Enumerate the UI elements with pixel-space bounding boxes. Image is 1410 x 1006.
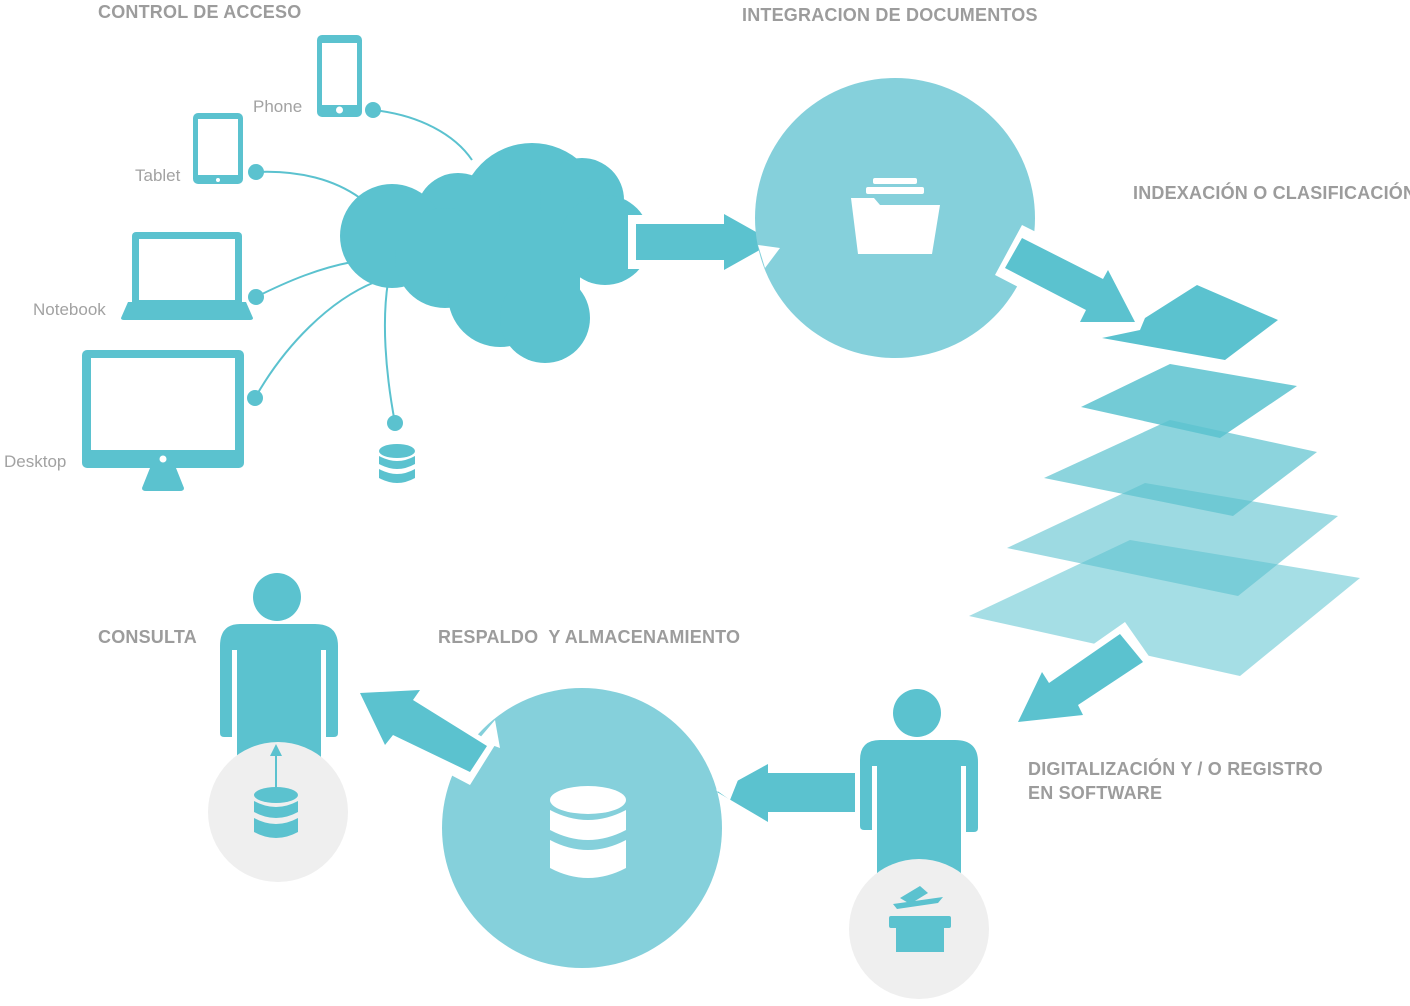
database-icon (254, 787, 298, 838)
arrow-to-indexacion (995, 225, 1150, 330)
phone-icon (317, 35, 362, 117)
connector-dots (247, 102, 403, 431)
person-icon (860, 689, 978, 880)
index-sheets (969, 285, 1360, 676)
arrow-to-consulta (345, 683, 495, 785)
digitalizacion-title-line2: EN SOFTWARE (1028, 783, 1163, 803)
tablet-icon (193, 113, 243, 184)
integracion-title: INTEGRACION DE DOCUMENTOS (742, 5, 1038, 25)
device-connectors (254, 109, 473, 424)
arrow-to-digitalizacion (1010, 622, 1153, 728)
arrow-to-integracion (628, 202, 795, 282)
notebook-icon (121, 232, 253, 320)
person-icon (220, 573, 338, 760)
cloud-icon (340, 143, 650, 363)
database-icon (379, 444, 415, 483)
device-label-phone: Phone (253, 97, 303, 116)
consulta-title: CONSULTA (98, 627, 197, 647)
scanner-icon (889, 886, 951, 952)
indexacion-title: INDEXACIÓN O CLASIFICACIÓN (1133, 183, 1410, 203)
database-icon (550, 786, 626, 878)
digitalizacion-title: DIGITALIZACIÓN Y / O REGISTRO EN SOFTWAR… (1028, 757, 1323, 805)
device-label-notebook: Notebook (33, 300, 106, 319)
digitalizacion-title-line1: DIGITALIZACIÓN Y / O REGISTRO (1028, 759, 1323, 779)
folder-icon (851, 178, 940, 254)
control-acceso-title: CONTROL DE ACCESO (98, 2, 302, 22)
arrow-to-respaldo (698, 750, 857, 836)
upload-arrow-icon (270, 744, 282, 790)
device-label-tablet: Tablet (135, 166, 181, 185)
device-label-desktop: Desktop (4, 452, 67, 471)
respaldo-title: RESPALDO Y ALMACENAMIENTO (438, 627, 741, 647)
desktop-icon (82, 350, 244, 491)
